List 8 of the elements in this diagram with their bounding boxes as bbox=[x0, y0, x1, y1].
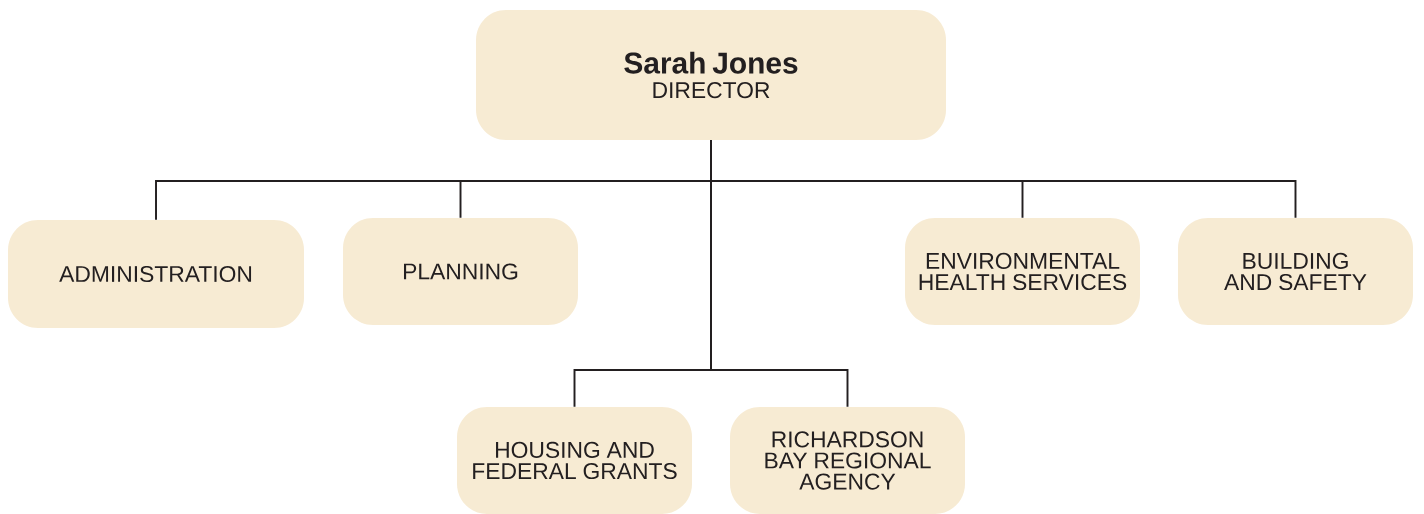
department-box: RICHARDSON BAY REGIONAL AGENCY bbox=[730, 407, 965, 514]
connector-line bbox=[710, 139, 849, 408]
department-box: ENVIRONMENTAL HEALTH SERVICES bbox=[905, 218, 1140, 325]
department-box: ADMINISTRATION bbox=[8, 220, 304, 328]
department-box: BUILDING AND SAFETY bbox=[1178, 218, 1413, 325]
department-box: HOUSING AND FEDERAL GRANTS bbox=[457, 407, 692, 514]
director-box: Sarah Jones DIRECTOR bbox=[476, 10, 946, 140]
department-box: PLANNING bbox=[343, 218, 578, 325]
